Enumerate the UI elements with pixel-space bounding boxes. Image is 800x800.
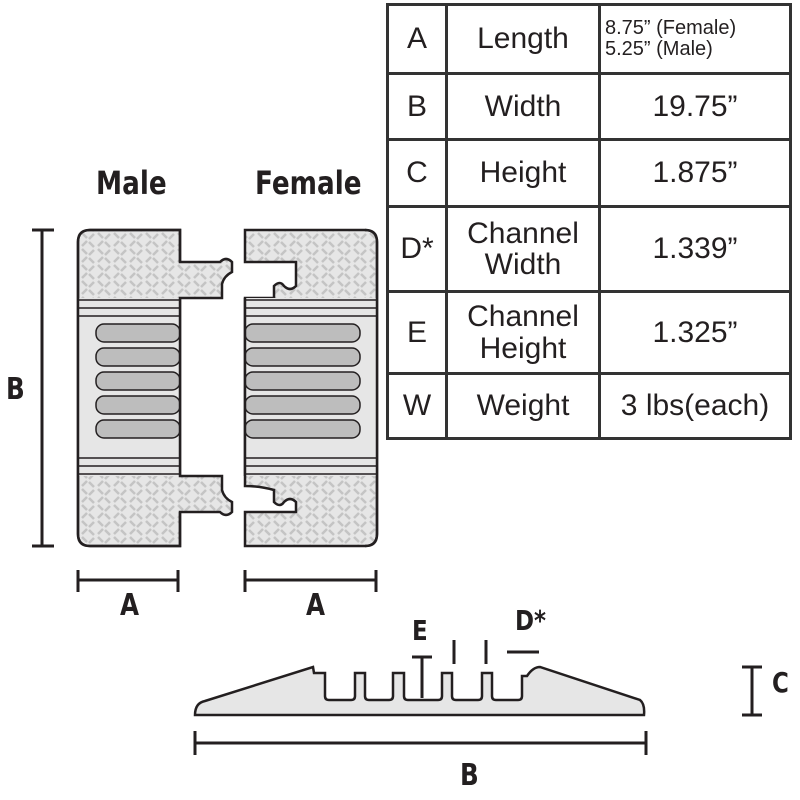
name-line: Width [484, 248, 562, 281]
name-line: Channel [467, 300, 579, 333]
dimension-b-label: B [6, 372, 25, 407]
row-value: 3 lbs(each) [598, 372, 792, 440]
row-key: D* [386, 205, 448, 293]
female-label: Female [255, 164, 362, 202]
dimension-e [412, 655, 432, 698]
name-line: Height [479, 331, 567, 365]
row-name: Weight [445, 372, 601, 440]
male-label: Male [96, 164, 167, 202]
dimension-a-male-label: A [120, 588, 140, 623]
name-line: Channel [467, 216, 579, 250]
row-key: B [386, 72, 448, 141]
dimension-b-vertical [32, 228, 54, 548]
male-piece-top-view [76, 228, 234, 548]
table-row: C Height 1.875” [386, 138, 792, 208]
dimension-c-label: C [772, 666, 789, 699]
row-value: 19.75” [598, 72, 792, 141]
row-key: E [386, 290, 448, 375]
row-name: Height [445, 138, 601, 208]
row-value: 8.75” (Female)5.25” (Male) [598, 3, 792, 75]
row-value: 1.325” [598, 290, 792, 375]
row-key: A [386, 3, 448, 75]
cross-section-profile [193, 665, 646, 717]
dimension-a-female [243, 570, 378, 592]
table-row: B Width 19.75” [386, 72, 792, 141]
table-row: W Weight 3 lbs(each) [386, 372, 792, 440]
dimension-b-cross-label: B [460, 758, 479, 793]
dimension-b-horizontal [193, 731, 648, 755]
row-value: 1.875” [598, 138, 792, 208]
row-name: Length [445, 3, 601, 75]
dimension-d [452, 640, 539, 664]
row-name: Width [445, 72, 601, 141]
dimension-e-label: E [412, 614, 428, 647]
dimension-d-label: D* [515, 604, 547, 637]
value-line: 8.75” (Female) [605, 17, 737, 39]
dimension-a-female-label: A [306, 588, 326, 623]
value-line: 5.25” (Male) [605, 38, 713, 60]
table-row: A Length 8.75” (Female)5.25” (Male) [386, 3, 792, 75]
female-piece-top-view [243, 228, 379, 548]
dimension-a-male [76, 570, 180, 592]
spec-table: A Length 8.75” (Female)5.25” (Male) B Wi… [386, 3, 792, 440]
dimension-c [742, 665, 762, 717]
row-key: W [386, 372, 448, 440]
row-key: C [386, 138, 448, 208]
row-value: 1.339” [598, 205, 792, 293]
